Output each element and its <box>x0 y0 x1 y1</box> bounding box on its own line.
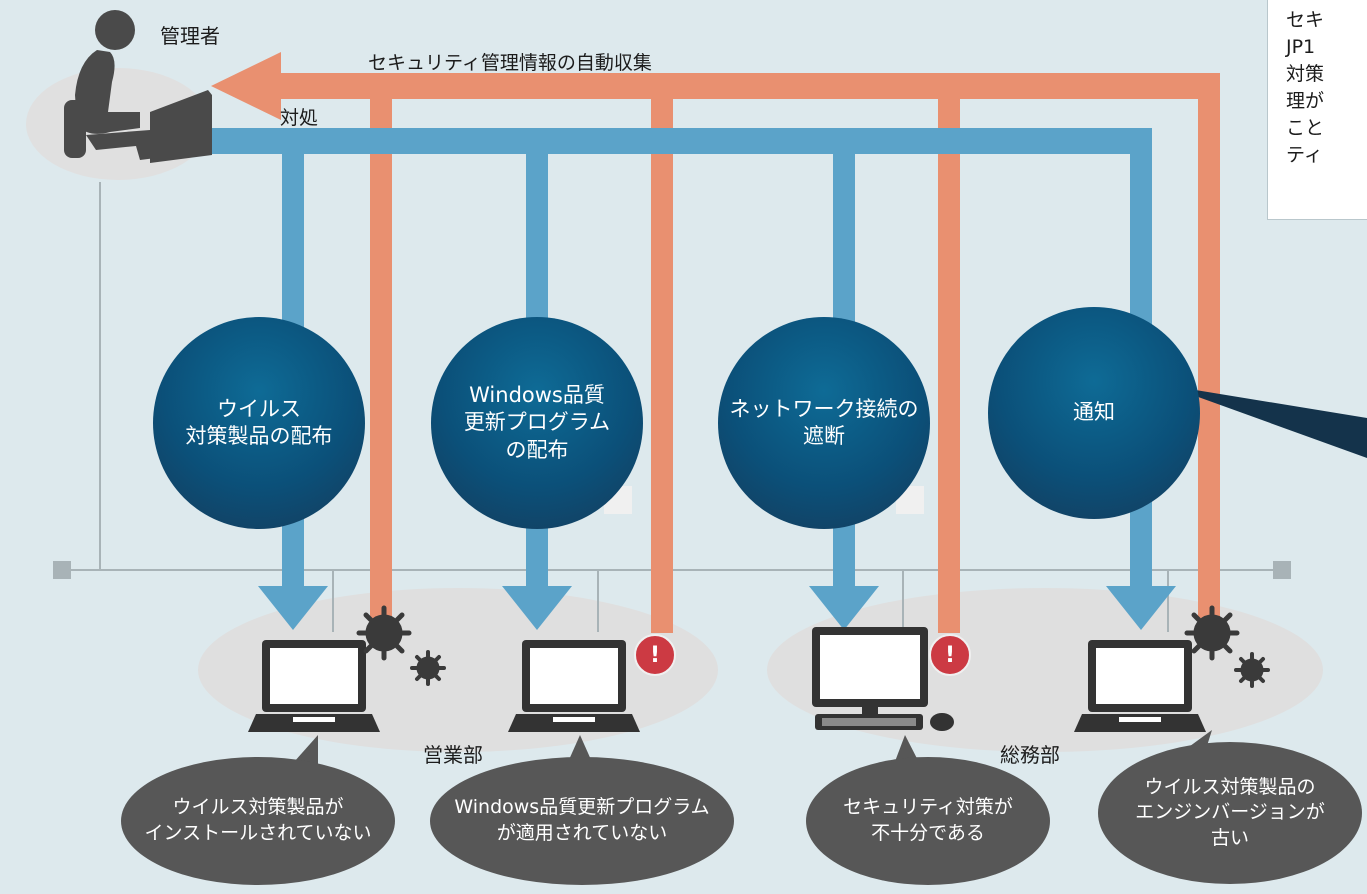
network-node-left <box>53 561 71 579</box>
general-dept-label: 総務部 <box>1000 743 1060 767</box>
issue-bubble-update-missing: Windows品質更新プログラム が適用されていない <box>430 757 734 885</box>
alert-icon: ! <box>634 634 676 676</box>
admin-label: 管理者 <box>160 24 220 48</box>
action-notify: 通知 <box>988 307 1200 519</box>
callout-line: ティ <box>1286 143 1323 166</box>
callout-pointer <box>1165 385 1367 458</box>
network-node-right <box>1273 561 1291 579</box>
desktop-icon <box>812 627 954 731</box>
collect-arrow <box>211 52 1220 633</box>
action-windows-update: Windows品質 更新プログラム の配布 <box>431 317 643 529</box>
callout-line: 対策 <box>1286 62 1325 85</box>
issue-bubble-virus-missing: ウイルス対策製品が インストールされていない <box>121 757 395 885</box>
callout-line: セキ <box>1286 9 1325 31</box>
alert-icon: ! <box>929 634 971 676</box>
laptop-icon <box>248 640 380 732</box>
sales-dept-label: 営業部 <box>423 743 483 767</box>
issue-bubble-insufficient: セキュリティ対策が 不十分である <box>806 757 1050 885</box>
action-virus-distribution: ウイルス 対策製品の配布 <box>153 317 365 529</box>
virus-icon <box>1184 605 1270 688</box>
callout-line: 理が <box>1286 89 1325 112</box>
laptop-icon <box>508 640 640 732</box>
callout-line: JP1 <box>1286 35 1316 58</box>
collect-label: セキュリティ管理情報の自動収集 <box>368 52 652 74</box>
description-callout: セキ JP1 対策 理が こと ティ <box>1267 0 1367 220</box>
callout-line: こと <box>1286 116 1325 139</box>
issue-bubble-old-engine: ウイルス対策製品の エンジンバージョンが 古い <box>1098 742 1362 884</box>
action-network-block: ネットワーク接続の 遮断 <box>718 317 930 529</box>
respond-label: 対処 <box>280 107 319 129</box>
virus-icon <box>356 605 446 686</box>
laptop-icon <box>1074 640 1206 732</box>
admin-person-icon <box>64 10 212 163</box>
